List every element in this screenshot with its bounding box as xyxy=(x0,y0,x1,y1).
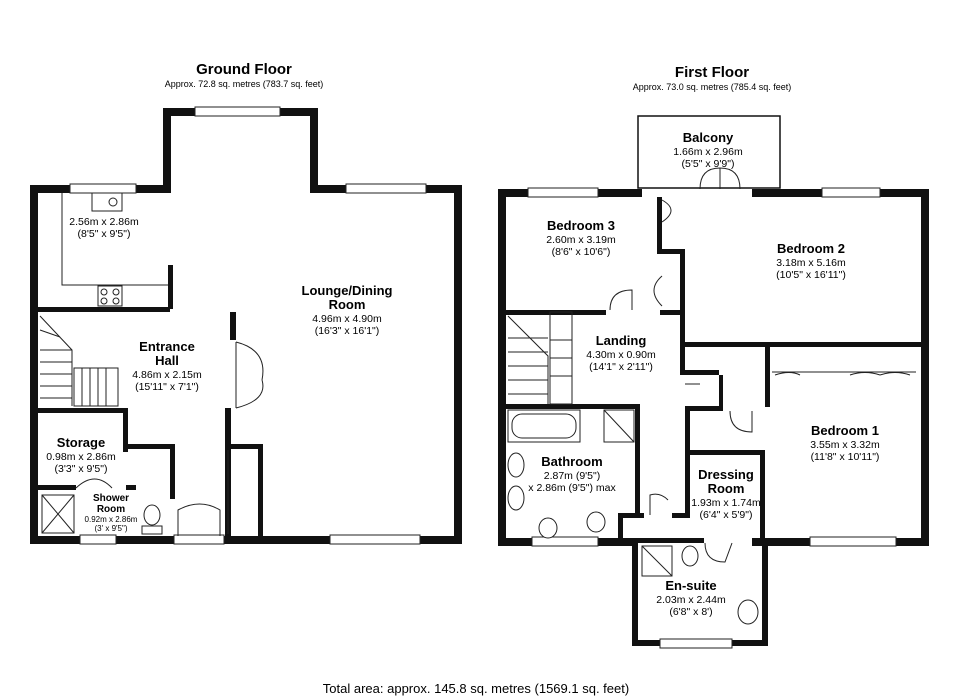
balcony-dim: 1.66m x 2.96m xyxy=(673,146,743,158)
storage-name: Storage xyxy=(57,435,105,450)
dressing-name1: Dressing xyxy=(698,467,754,482)
total-area: Total area: approx. 145.8 sq. metres (15… xyxy=(323,681,629,696)
shower-name2: Room xyxy=(97,504,125,515)
bidet-icon xyxy=(586,511,606,533)
ground-floor-walls xyxy=(30,108,462,544)
bedroom1-name: Bedroom 1 xyxy=(811,423,879,438)
kitchen-fixtures xyxy=(61,192,168,307)
lounge-dim: 4.96m x 4.90m xyxy=(312,313,382,325)
balcony-imp: (5'5" x 9'9") xyxy=(682,158,735,170)
ensuite-name: En-suite xyxy=(665,578,716,593)
toilet-icon xyxy=(143,504,161,526)
dressing-imp: (6'4" x 5'9") xyxy=(700,509,753,521)
first-floor-windows xyxy=(527,187,897,649)
toilet-icon xyxy=(538,517,558,539)
first-floor-labels: First Floor Approx. 73.0 sq. metres (785… xyxy=(528,64,880,618)
basin-icon xyxy=(507,485,525,511)
bedroom1-dim: 3.55m x 3.32m xyxy=(810,439,880,451)
ground-floor-title: Ground Floor xyxy=(196,61,292,78)
lounge-name2: Room xyxy=(329,297,366,312)
shower-name1: Shower xyxy=(93,493,129,504)
bedroom2-imp: (10'5" x 16'11") xyxy=(776,269,846,281)
lounge-imp: (16'3" x 16'1") xyxy=(315,325,380,337)
first-floor-walls xyxy=(498,115,929,646)
hall-dim: 4.86m x 2.15m xyxy=(132,369,202,381)
bathroom-dim: 2.87m (9'5") xyxy=(544,470,601,482)
shower-dim: 0.92m x 2.86m xyxy=(85,515,138,524)
storage-dim: 0.98m x 2.86m xyxy=(46,451,116,463)
ensuite-dim: 2.03m x 2.44m xyxy=(656,594,726,606)
landing-imp: (14'1" x 2'11") xyxy=(589,361,653,373)
bedroom2-dim: 3.18m x 5.16m xyxy=(776,257,846,269)
storage-imp: (3'3" x 9'5") xyxy=(55,463,108,475)
shower-imp: (3' x 9'5") xyxy=(94,524,127,533)
landing-dim: 4.30m x 0.90m xyxy=(586,349,656,361)
bedroom1-imp: (11'8" x 10'11") xyxy=(811,451,880,463)
first-stairs xyxy=(507,311,573,405)
bathroom-name: Bathroom xyxy=(541,454,602,469)
landing-name: Landing xyxy=(596,333,647,348)
hall-imp: (15'11" x 7'1") xyxy=(135,381,199,393)
ground-floor-area: Approx. 72.8 sq. metres (783.7 sq. feet) xyxy=(165,79,324,89)
bedroom3-name: Bedroom 3 xyxy=(547,218,615,233)
dressing-name2: Room xyxy=(708,481,745,496)
bedroom3-dim: 2.60m x 3.19m xyxy=(546,234,616,246)
ensuite-imp: (6'8" x 8') xyxy=(669,606,712,618)
bathroom-imp: x 2.86m (9'5") max xyxy=(528,482,616,494)
toilet-icon xyxy=(681,545,699,567)
ground-floor-windows xyxy=(69,106,427,545)
bedroom2-name: Bedroom 2 xyxy=(777,241,845,256)
lounge-name1: Lounge/Dining xyxy=(302,283,393,298)
basin-icon xyxy=(737,599,759,625)
kitchen-dim: 2.56m x 2.86m xyxy=(69,216,139,228)
ground-floor-labels: Ground Floor Approx. 72.8 sq. metres (78… xyxy=(46,61,392,533)
first-floor-title: First Floor xyxy=(675,64,749,81)
ground-stairs xyxy=(39,315,119,407)
dressing-dim: 1.93m x 1.74m xyxy=(691,497,761,509)
hob-icon xyxy=(97,285,123,307)
bedroom3-imp: (8'6" x 10'6") xyxy=(552,246,611,258)
first-floor-fixtures xyxy=(507,167,916,625)
first-floor-area: Approx. 73.0 sq. metres (785.4 sq. feet) xyxy=(633,82,792,92)
basin-icon xyxy=(507,452,525,478)
kitchen-imp: (8'5" x 9'5") xyxy=(78,228,131,240)
hall-name1: Entrance xyxy=(139,339,195,354)
bath-icon xyxy=(507,409,581,443)
balcony-name: Balcony xyxy=(683,130,734,145)
ground-doors xyxy=(41,341,264,536)
hall-name2: Hall xyxy=(155,353,179,368)
sink-icon xyxy=(91,192,123,212)
